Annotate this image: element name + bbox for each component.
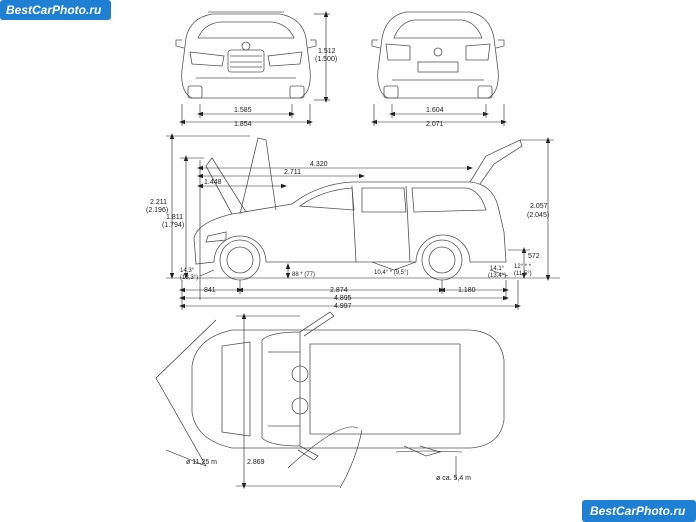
dim-approach-angle-alt: (13,3°) [180,275,198,281]
dim-approach-angle: 14,3° [180,268,195,274]
dim-departure-angle-alt: (13,4°) [488,273,506,279]
dim-overall-length: 4.895 [334,295,352,302]
dim-front-height-alt: (1.500) [315,56,337,63]
watermark-bottom: BestCarPhoto.ru [590,504,686,518]
dim-rear-overhang: 1.180 [458,287,476,294]
dim-height-hood-open-alt: (2.196) [146,207,168,214]
watermark-bottom-bg [582,500,696,522]
dim-wheelbase: 2.874 [330,287,348,294]
watermark-top-bg [0,0,111,20]
dim-front-track: 1.585 [234,107,252,114]
dim-overall-length-b: 4.997 [334,303,352,310]
dim-ground-clearance: 88 * (77) [292,272,315,278]
front-view [175,11,317,99]
top-view [191,311,505,461]
dim-departure-angle: 14,1° [490,266,505,272]
dim-front-height: 1.512 [318,48,336,55]
dim-front-to-pillar: 1.448 [204,179,222,186]
rear-view [371,11,505,99]
side-view [193,137,523,281]
dim-departure-angle-b: 12° * * [514,264,532,270]
dim-rear-width: 2.071 [426,121,444,128]
dim-turning-circle: ø 11,25 m [186,459,217,466]
dim-height-roof-alt: (1.794) [162,222,184,229]
dim-height-tailgate-open-alt: (2.045) [527,212,549,219]
dim-height-tailgate-open: 2.057 [530,203,548,210]
dim-door-open-width: 2.869 [247,459,265,466]
dim-length-cargo: 4.320 [310,161,328,168]
dim-height-roof: 1.811 [166,214,183,221]
dim-departure-angle-b-alt: (11,5°) [514,271,532,277]
dim-height-hood-open: 2.211 [150,199,167,206]
dim-door-radius: ø ca. 5,4 m [436,475,471,482]
dim-front-width: 1.854 [234,121,252,128]
dim-front-to-rear-door: 2.711 [284,169,301,176]
dim-load-sill: 572 [528,253,540,260]
watermark-top: BestCarPhoto.ru [6,3,102,17]
dimension-labels: 1.512 (1.500) 1.585 1.854 1.604 2.071 4.… [146,48,549,482]
dim-rear-track: 1.604 [426,107,444,114]
dim-front-overhang: 841 [204,287,216,294]
dim-ramp-angle: 10,4° * (9,5°) [374,270,408,276]
